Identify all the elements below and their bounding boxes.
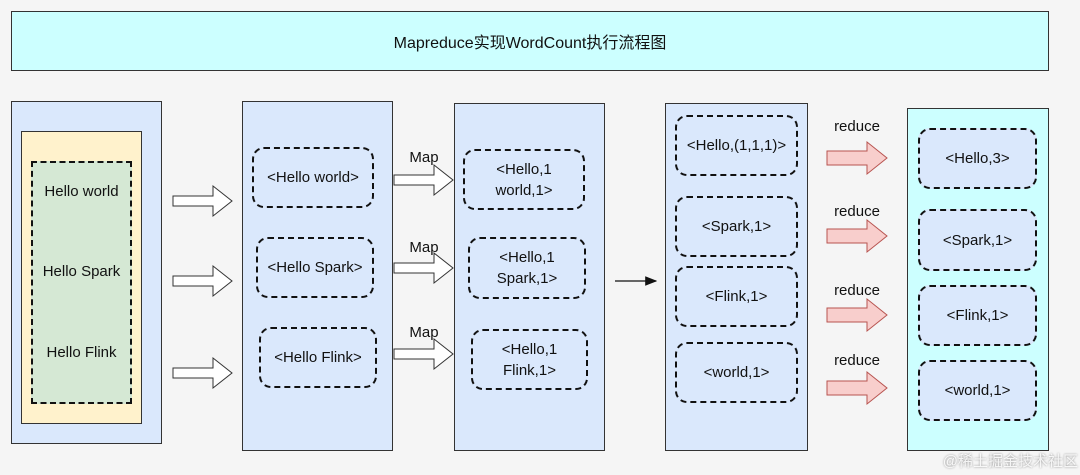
shuffle-group-1: <Hello,(1,1,1)> bbox=[675, 115, 798, 176]
map-output-3: <Hello,1 Flink,1> bbox=[471, 329, 588, 390]
reduce-label-4: reduce bbox=[834, 352, 880, 369]
reduce-arrow-3 bbox=[826, 297, 888, 333]
reduce-arrow-1 bbox=[826, 140, 888, 176]
reduce-arrow-4 bbox=[826, 370, 888, 406]
reduce-label-3: reduce bbox=[834, 282, 880, 299]
map-output-2: <Hello,1 Spark,1> bbox=[468, 237, 586, 299]
shuffle-group-3: <Flink,1> bbox=[675, 266, 798, 327]
map-label-1: Map bbox=[409, 149, 439, 166]
split-arrow-1 bbox=[172, 184, 233, 218]
diagram-title: Mapreduce实现WordCount执行流程图 bbox=[11, 11, 1049, 71]
input-line-1: Hello world bbox=[44, 183, 119, 200]
input-line-2: Hello Spark bbox=[42, 263, 121, 280]
shuffle-group-4: <world,1> bbox=[675, 342, 798, 403]
split-record-2: <Hello Spark> bbox=[256, 237, 374, 298]
split-arrow-3 bbox=[172, 356, 233, 390]
reduce-arrow-2 bbox=[826, 218, 888, 254]
result-4: <world,1> bbox=[918, 360, 1037, 421]
reduce-label-2: reduce bbox=[834, 203, 880, 220]
result-1: <Hello,3> bbox=[918, 128, 1037, 189]
result-3: <Flink,1> bbox=[918, 285, 1037, 346]
map-arrow-2 bbox=[393, 251, 454, 285]
split-record-1: <Hello world> bbox=[252, 147, 374, 208]
input-lines-box bbox=[31, 161, 132, 404]
map-output-1: <Hello,1 world,1> bbox=[463, 149, 585, 210]
split-arrow-2 bbox=[172, 264, 233, 298]
map-arrow-3 bbox=[393, 337, 454, 371]
split-record-3: <Hello Flink> bbox=[259, 327, 377, 388]
map-arrow-1 bbox=[393, 163, 454, 197]
reduce-label-1: reduce bbox=[834, 118, 880, 135]
watermark: @稀土掘金技术社区 bbox=[942, 453, 1078, 470]
map-label-3: Map bbox=[409, 324, 439, 341]
input-line-3: Hello Flink bbox=[46, 344, 117, 361]
result-2: <Spark,1> bbox=[918, 209, 1037, 271]
map-label-2: Map bbox=[409, 239, 439, 256]
shuffle-group-2: <Spark,1> bbox=[675, 196, 798, 257]
